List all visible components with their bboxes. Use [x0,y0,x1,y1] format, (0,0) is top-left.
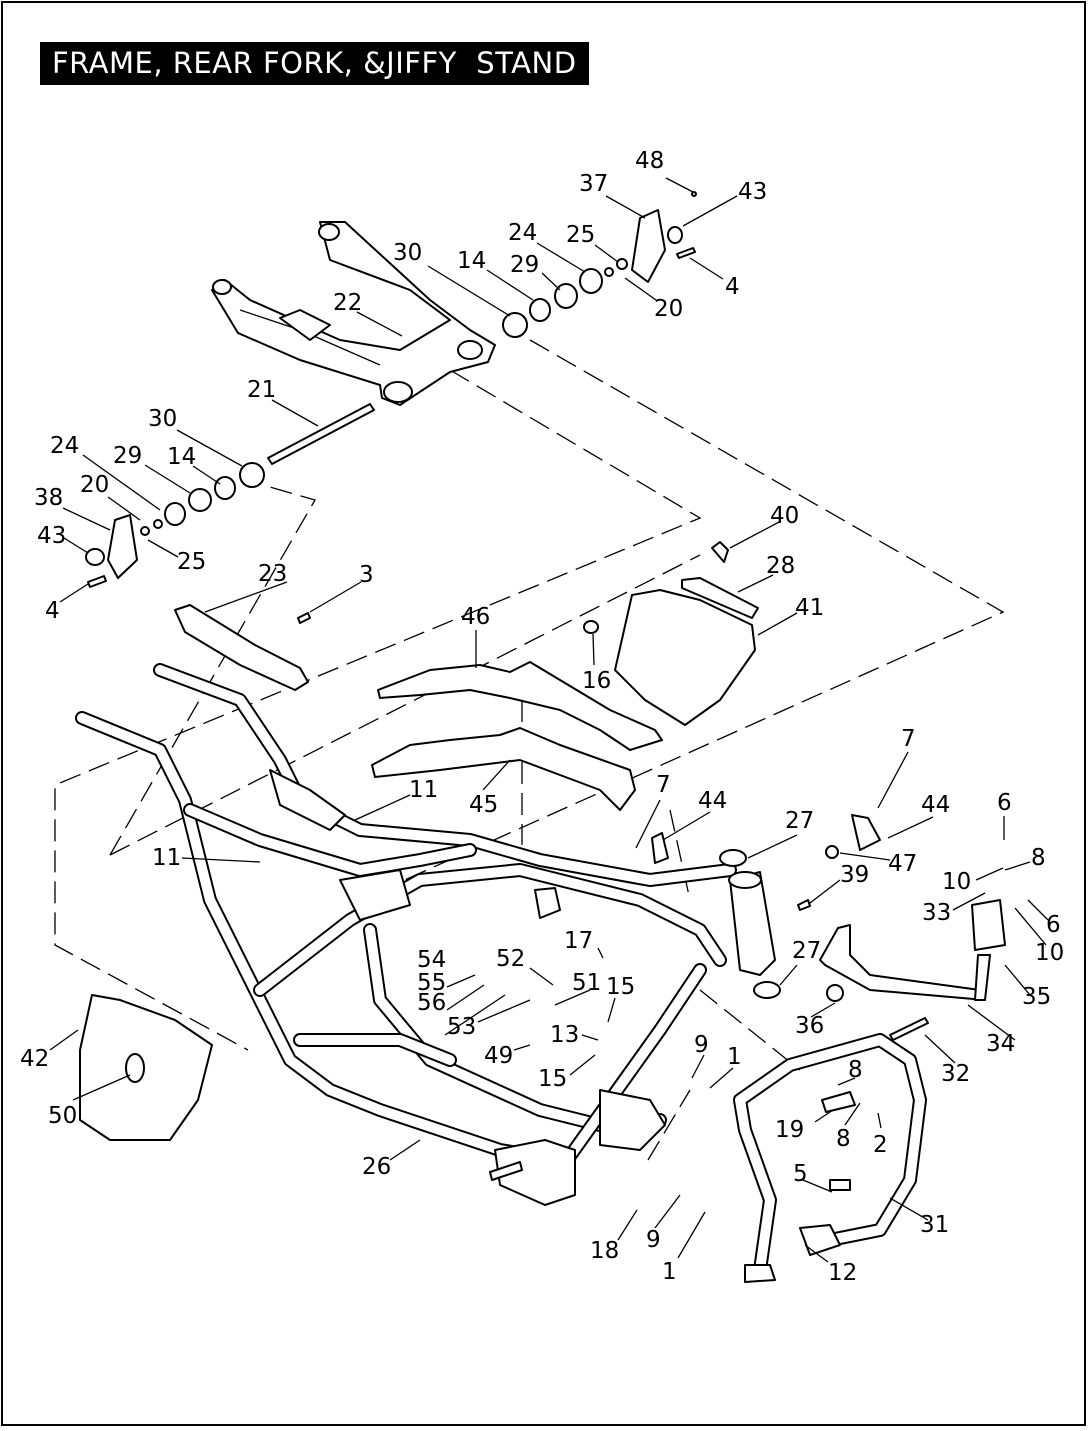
callout-37: 37 [579,171,608,197]
callout-24: 24 [50,433,79,459]
callout-8: 8 [836,1126,851,1152]
callout-4: 4 [725,274,740,300]
callout-27: 27 [792,938,821,964]
callout-30: 30 [148,406,177,432]
callout-35: 35 [1022,984,1051,1010]
callout-1: 1 [662,1259,677,1285]
callout-44: 44 [921,792,950,818]
lower-cover [79,994,213,1141]
diagram-title: FRAME, REAR FORK, &JIFFY STAND [40,42,589,85]
callout-17: 17 [564,928,593,954]
callout-21: 21 [247,377,276,403]
main-frame [75,663,776,1206]
callout-26: 26 [362,1154,391,1180]
callout-12: 12 [828,1260,857,1286]
frame-cover [174,604,311,691]
callout-9: 9 [646,1227,661,1253]
callout-56: 56 [417,990,446,1016]
callout-45: 45 [469,792,498,818]
callout-24: 24 [508,220,537,246]
leader-lines [49,177,1049,1263]
callout-27: 27 [785,808,814,834]
callout-9: 9 [694,1032,709,1058]
callout-6: 6 [997,790,1012,816]
callout-11: 11 [409,777,438,803]
callout-11: 11 [152,845,181,871]
callout-42: 42 [20,1046,49,1072]
battery-tray [371,661,663,811]
callout-47: 47 [888,851,917,877]
pivot-hardware-left [85,462,265,588]
side-panel [583,541,759,726]
assembly-guide-lines [54,339,1005,1161]
callout-20: 20 [80,472,109,498]
callout-32: 32 [941,1061,970,1087]
callout-34: 34 [986,1031,1015,1057]
callout-1: 1 [727,1044,742,1070]
callout-31: 31 [920,1212,949,1238]
callout-13: 13 [550,1022,579,1048]
callout-43: 43 [738,179,767,205]
jiffy-stand [651,814,1006,1041]
callout-8: 8 [848,1057,863,1083]
callout-39: 39 [840,862,869,888]
callout-29: 29 [113,443,142,469]
callout-19: 19 [775,1117,804,1143]
callout-5: 5 [793,1161,808,1187]
callout-8: 8 [1031,845,1046,871]
callout-4: 4 [45,598,60,624]
callout-43: 43 [37,523,66,549]
callout-20: 20 [654,296,683,322]
pivot-hardware-right [502,191,697,338]
callout-51: 51 [572,970,601,996]
callout-28: 28 [766,553,795,579]
callout-14: 14 [457,248,486,274]
rear-fork [211,221,496,406]
callout-48: 48 [635,148,664,174]
callout-2: 2 [873,1132,888,1158]
callout-25: 25 [177,549,206,575]
pivot-shaft [267,403,375,465]
engine-guard [733,1033,927,1283]
callout-15: 15 [538,1066,567,1092]
callout-22: 22 [333,290,362,316]
callout-46: 46 [461,604,490,630]
callout-52: 52 [496,946,525,972]
callout-36: 36 [795,1013,824,1039]
callout-50: 50 [48,1103,77,1129]
callout-15: 15 [606,974,635,1000]
callout-23: 23 [258,561,287,587]
callout-25: 25 [566,222,595,248]
callout-10: 10 [942,869,971,895]
callout-38: 38 [34,485,63,511]
callout-3: 3 [359,562,374,588]
callout-40: 40 [770,503,799,529]
callout-7: 7 [901,726,916,752]
callout-10: 10 [1035,940,1064,966]
callout-6: 6 [1046,912,1061,938]
callout-30: 30 [393,240,422,266]
callout-55: 55 [417,970,446,996]
callout-29: 29 [510,252,539,278]
callout-labels: 48 37 43 24 25 30 14 29 4 20 22 21 30 24… [20,148,1064,1286]
callout-14: 14 [167,444,196,470]
callout-53: 53 [447,1014,476,1040]
callout-44: 44 [698,788,727,814]
callout-18: 18 [590,1238,619,1264]
callout-7: 7 [656,772,671,798]
callout-49: 49 [484,1043,513,1069]
callout-16: 16 [582,668,611,694]
callout-33: 33 [922,900,951,926]
callout-41: 41 [795,595,824,621]
callout-54: 54 [417,947,446,973]
